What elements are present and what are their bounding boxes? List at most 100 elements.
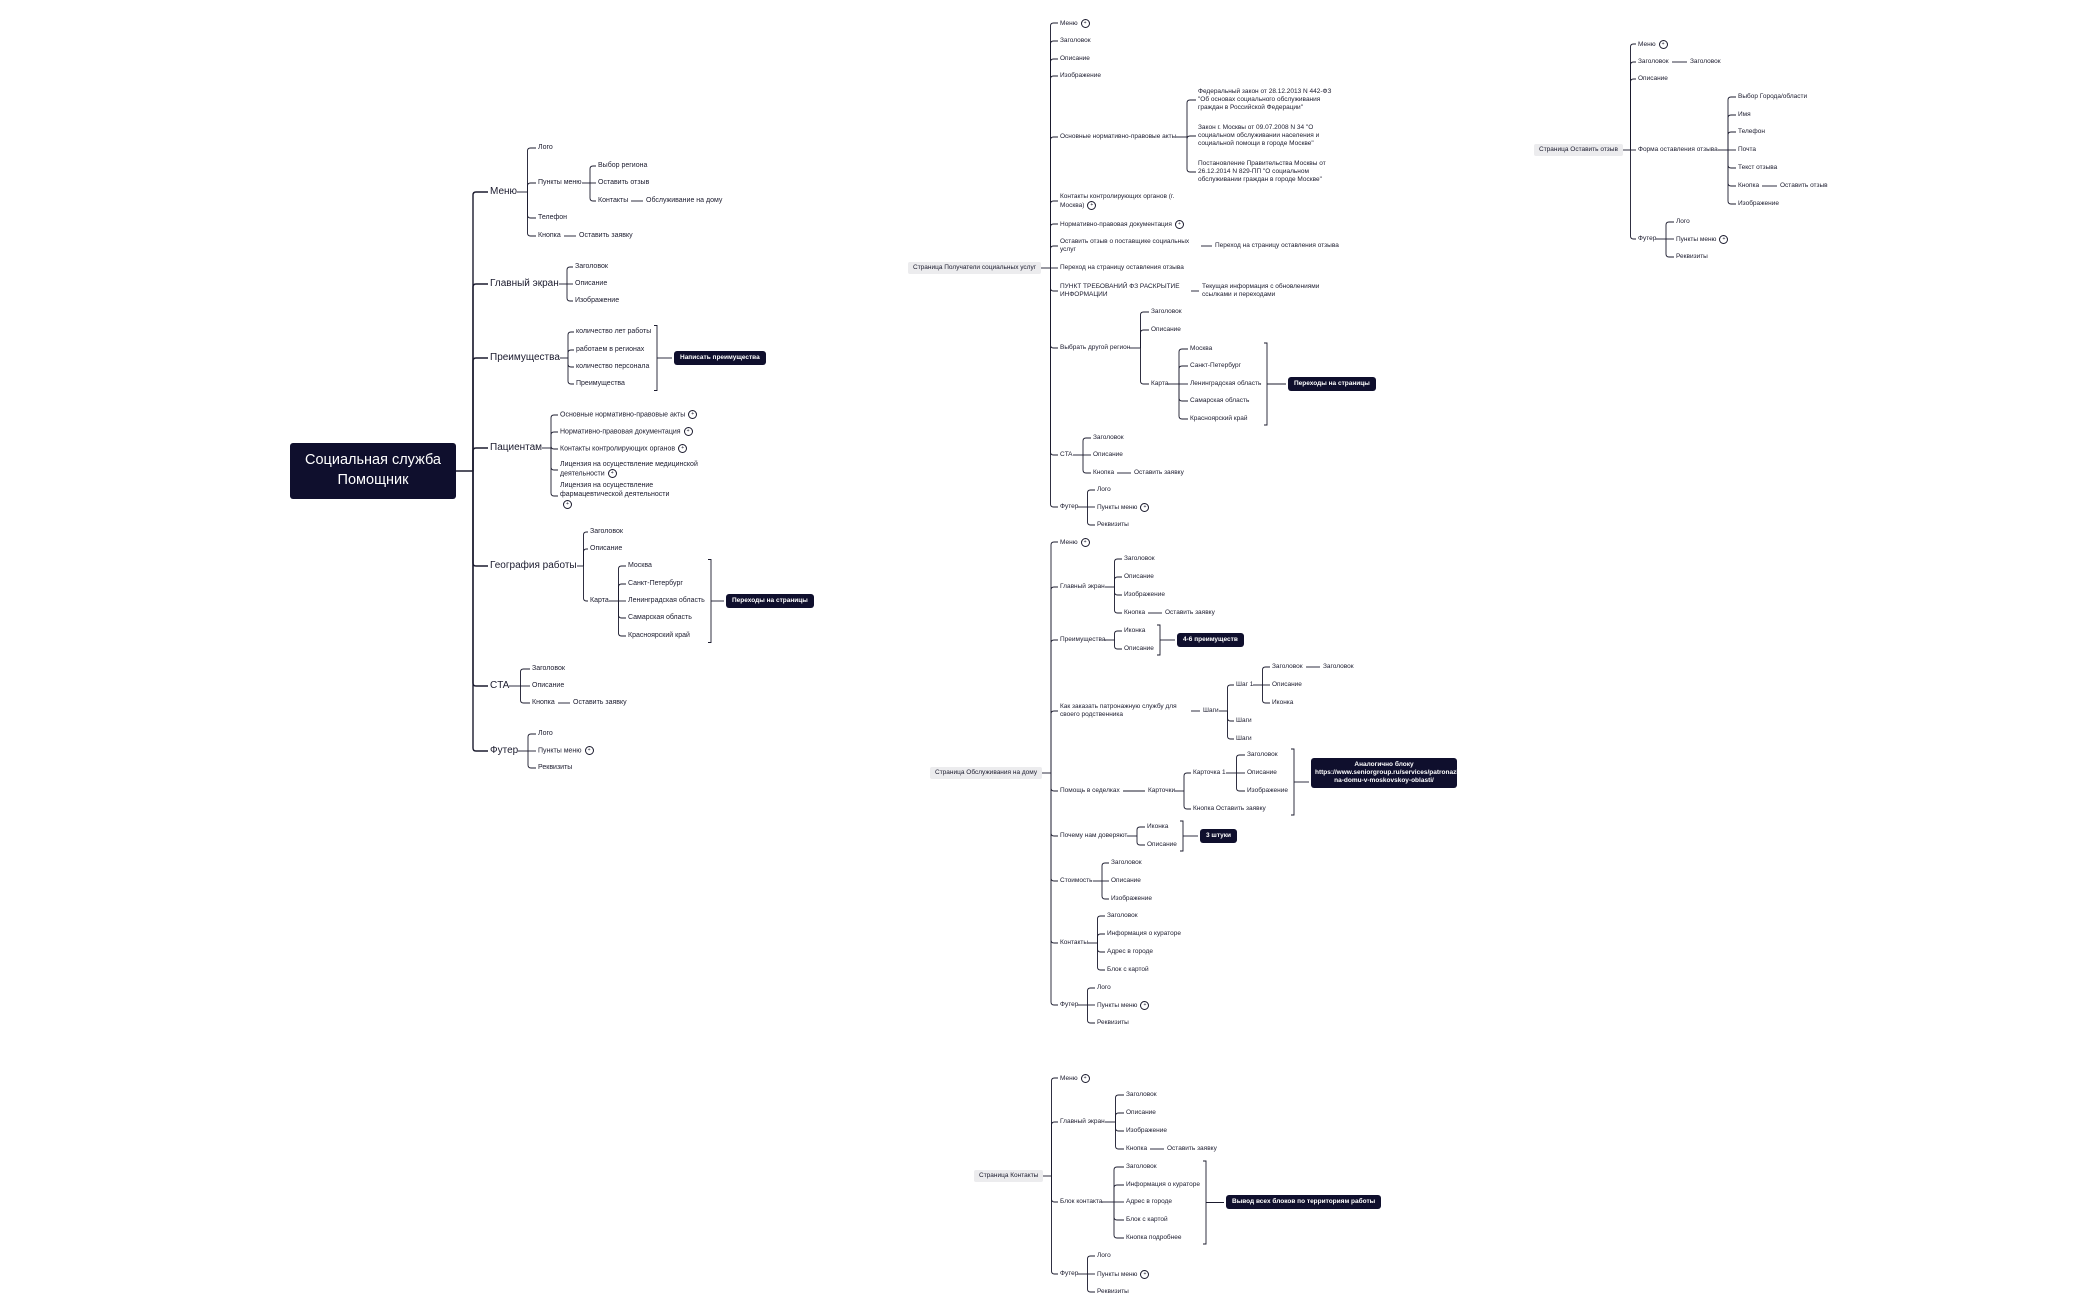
node-image[interactable]: Изображение — [1111, 895, 1152, 903]
collapsed-count-icon[interactable]: + — [584, 746, 594, 755]
collapsed-count-icon[interactable]: + — [607, 469, 617, 479]
node-title[interactable]: Заголовок — [1107, 912, 1138, 920]
node-button[interactable]: Кнопка — [1126, 1145, 1147, 1153]
node-map[interactable]: Карта — [1151, 380, 1168, 388]
node-title[interactable]: Заголовок — [1111, 859, 1142, 867]
node-logo[interactable]: Лого — [1676, 218, 1690, 226]
node-title[interactable]: Заголовок — [1638, 58, 1669, 66]
node-phone[interactable]: Телефон — [1738, 128, 1765, 136]
node-leave-request[interactable]: Оставить заявку — [579, 232, 633, 241]
node-requisites[interactable]: Реквизиты — [538, 764, 572, 773]
node-help[interactable]: Помощь в седелках — [1060, 787, 1120, 795]
tag-page-links[interactable]: Переходы на страницы — [726, 594, 814, 609]
node-samara[interactable]: Самарская область — [1190, 397, 1249, 405]
node-description[interactable]: Описание — [1111, 877, 1141, 885]
node-description[interactable]: Описание — [532, 682, 564, 691]
collapsed-count-icon[interactable]: + — [1140, 1000, 1150, 1010]
node-curator-info[interactable]: Информация о кураторе — [1126, 1181, 1200, 1189]
node-goto-review-page[interactable]: Переход на страницу оставления отзыва — [1060, 264, 1184, 272]
collapsed-count-icon[interactable]: + — [1140, 502, 1150, 512]
collapsed-count-icon[interactable]: + — [563, 499, 572, 509]
node-requisites[interactable]: Реквизиты — [1097, 521, 1129, 529]
node-button[interactable]: Кнопка — [538, 232, 561, 241]
node-image[interactable]: Изображение — [1126, 1127, 1167, 1135]
node-card-button[interactable]: Кнопка Оставить заявку — [1193, 805, 1266, 813]
node-title[interactable]: Заголовок — [1126, 1091, 1157, 1099]
node-current-info[interactable]: Текущая информация с обновлениями ссылка… — [1202, 283, 1332, 299]
branch-patients[interactable]: Пациентам — [490, 442, 542, 455]
node-title[interactable]: Заголовок — [575, 263, 608, 272]
node-home-service[interactable]: Обслуживание на дому — [646, 197, 722, 206]
node-description[interactable]: Описание — [1638, 75, 1668, 83]
node-other-region[interactable]: Выбрать другой регион — [1060, 344, 1130, 352]
node-menu[interactable]: Меню+ — [1638, 39, 1668, 49]
node-title[interactable]: Заголовок — [1272, 663, 1303, 671]
page-contacts[interactable]: Страница Контакты — [974, 1170, 1044, 1183]
node-control-contacts[interactable]: Контакты контролирующих органов (г. Моск… — [1060, 193, 1188, 210]
collapsed-count-icon[interactable]: + — [1174, 219, 1184, 229]
tag-all-blocks[interactable]: Вывод всех блоков по территориям работы — [1226, 1195, 1382, 1210]
node-legal-acts[interactable]: Основные нормативно-правовые акты — [1060, 133, 1176, 141]
node-description[interactable]: Описание — [1272, 681, 1302, 689]
collapsed-count-icon[interactable]: + — [1658, 39, 1668, 49]
node-title[interactable]: Заголовок — [1151, 308, 1182, 316]
node-title[interactable]: Заголовок — [532, 665, 565, 674]
node-review-form[interactable]: Форма оставления отзыва — [1638, 146, 1718, 154]
node-leningrad[interactable]: Ленинградская область — [628, 597, 705, 606]
node-staff[interactable]: количество персонала — [576, 363, 649, 372]
node-logo[interactable]: Лого — [538, 730, 553, 739]
node-title[interactable]: Заголовок — [1247, 751, 1278, 759]
page-leave-review[interactable]: Страница Оставить отзыв — [1534, 144, 1623, 157]
node-pharma-license[interactable]: Лицензия на осуществление фармацевтическ… — [560, 482, 675, 510]
node-control-contacts[interactable]: Контакты контролирующих органов+ — [560, 444, 688, 454]
node-contacts[interactable]: Контакты — [598, 197, 628, 206]
collapsed-count-icon[interactable]: + — [1140, 1269, 1150, 1279]
node-title[interactable]: Заголовок — [1323, 663, 1354, 671]
node-description[interactable]: Описание — [575, 280, 607, 289]
node-card-1[interactable]: Карточка 1 — [1193, 769, 1226, 777]
node-leave-request[interactable]: Оставить заявку — [573, 699, 627, 708]
node-map-block[interactable]: Блок с картой — [1107, 966, 1149, 974]
node-moscow[interactable]: Москва — [628, 562, 652, 571]
node-medical-license[interactable]: Лицензия на осуществление медицинской де… — [560, 461, 702, 480]
node-image[interactable]: Изображение — [575, 297, 619, 306]
node-steps[interactable]: Шаги — [1236, 717, 1252, 725]
node-region-select[interactable]: Выбор региона — [598, 162, 647, 171]
node-title[interactable]: Заголовок — [1690, 58, 1721, 66]
branch-menu[interactable]: Меню — [490, 186, 517, 199]
node-description[interactable]: Описание — [1124, 573, 1154, 581]
node-requisites[interactable]: Реквизиты — [1097, 1288, 1129, 1296]
node-logo[interactable]: Лого — [1097, 486, 1111, 494]
node-leave-request[interactable]: Оставить заявку — [1134, 469, 1184, 477]
page-home-service[interactable]: Страница Обслуживания на дому — [930, 767, 1043, 780]
node-image[interactable]: Изображение — [1060, 72, 1101, 80]
node-button[interactable]: Кнопка — [1093, 469, 1114, 477]
node-button[interactable]: Кнопка — [1124, 609, 1145, 617]
node-logo[interactable]: Лого — [538, 144, 553, 153]
branch-geography[interactable]: География работы — [490, 560, 577, 573]
node-goto-review[interactable]: Переход на страницу оставления отзыва — [1215, 242, 1339, 250]
branch-hero[interactable]: Главный экран — [490, 278, 559, 291]
branch-cta[interactable]: CTA — [490, 680, 509, 693]
node-act-1[interactable]: Федеральный закон от 28.12.2013 N 442-ФЗ… — [1198, 88, 1338, 112]
page-recipients[interactable]: Страница Получатели социальных услуг — [908, 262, 1042, 275]
node-menu-items[interactable]: Пункты меню+ — [1097, 1000, 1150, 1010]
collapsed-count-icon[interactable]: + — [678, 444, 688, 453]
node-step-1[interactable]: Шаг 1 — [1236, 681, 1253, 689]
collapsed-count-icon[interactable]: + — [1080, 1073, 1090, 1083]
node-advantages[interactable]: Преимущества — [576, 380, 625, 389]
node-phone[interactable]: Телефон — [538, 214, 567, 223]
node-act-2[interactable]: Закон г. Москвы от 09.07.2008 N 34 "О со… — [1198, 124, 1328, 148]
node-title[interactable]: Заголовок — [1126, 1163, 1157, 1171]
node-samara[interactable]: Самарская область — [628, 614, 692, 623]
node-description[interactable]: Описание — [1151, 326, 1181, 334]
node-description[interactable]: Описание — [1093, 451, 1123, 459]
node-menu-items[interactable]: Пункты меню+ — [1097, 1269, 1150, 1279]
node-trust[interactable]: Почему нам доверяют — [1060, 832, 1127, 840]
node-leave-request[interactable]: Оставить заявку — [1165, 609, 1215, 617]
node-menu-items[interactable]: Пункты меню+ — [538, 746, 594, 756]
node-cards[interactable]: Карточки — [1148, 787, 1175, 795]
tag-three-items[interactable]: 3 штуки — [1200, 829, 1238, 844]
node-leningrad[interactable]: Ленинградская область — [1190, 380, 1261, 388]
